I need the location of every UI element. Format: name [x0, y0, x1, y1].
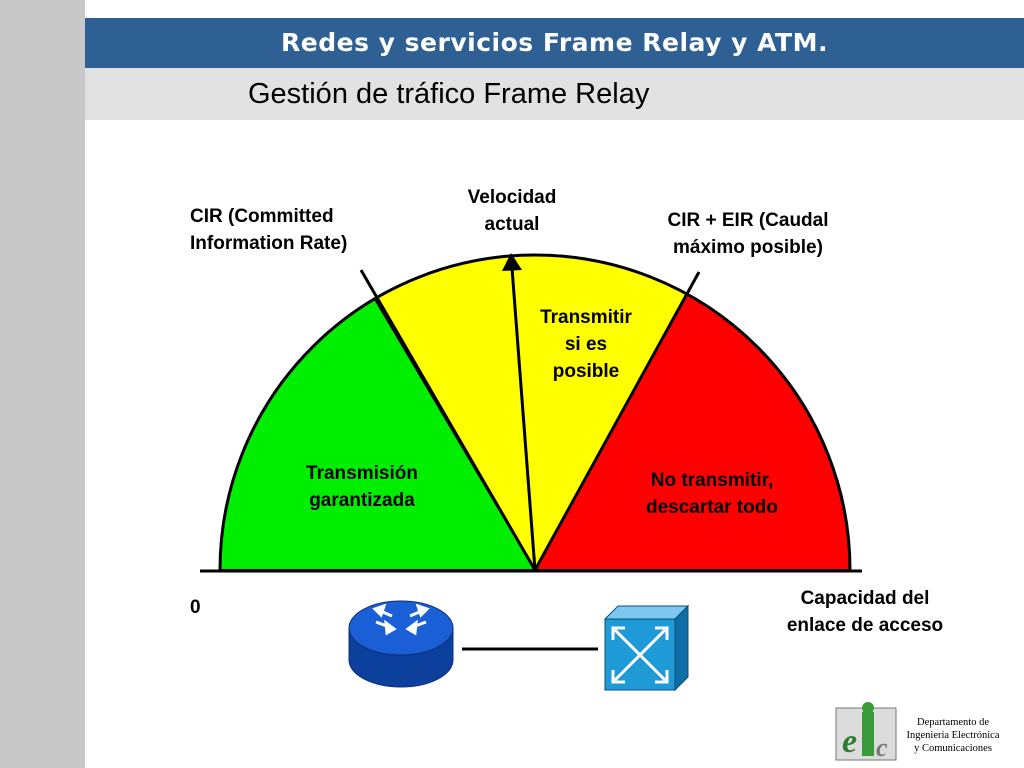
red-zone-label-line2: descartar todo [646, 497, 778, 518]
svg-text:c: c [876, 733, 888, 762]
velocidad-label: Velocidad actual [452, 184, 572, 238]
slide-subtitle: Gestión de tráfico Frame Relay [248, 78, 650, 110]
yellow-zone-label-line3: posible [552, 361, 620, 382]
yellow-zone-label-line2: si es [564, 334, 608, 355]
side-strip [0, 0, 85, 768]
eir-label: CIR + EIR (Caudal máximo posible) [640, 207, 856, 261]
velocity-arrow-head [502, 253, 522, 271]
subtitle-bar: Gestión de tráfico Frame Relay [85, 68, 1024, 120]
router-icon [348, 600, 454, 688]
footer-line2: Ingeniería Electrónica [906, 730, 1000, 741]
yellow-zone-label: Transmitir si es posible [520, 304, 652, 385]
green-zone-label: Transmisión garantizada [272, 460, 452, 514]
cir-label-line2: Information Rate) [190, 233, 348, 254]
capacidad-label-line2: enlace de acceso [786, 615, 944, 636]
zero-label: 0 [190, 597, 201, 618]
cir-label: CIR (Committed Information Rate) [190, 203, 347, 257]
cir-label-line1: CIR (Committed [190, 206, 334, 227]
velocity-arrow-line [510, 267, 537, 571]
red-zone-label: No transmitir, descartar todo [612, 467, 812, 521]
atm-switch-icon [603, 604, 690, 692]
red-zone-label-line1: No transmitir, [650, 470, 774, 491]
capacidad-label: Capacidad del enlace de acceso [760, 585, 970, 639]
footer-line3: y Comunicaciones [914, 743, 992, 754]
green-zone-label-line2: garantizada [309, 490, 415, 511]
velocidad-label-line1: Velocidad [467, 187, 557, 208]
svg-text:e: e [842, 723, 857, 760]
green-zone-label-line1: Transmisión [306, 463, 418, 484]
capacidad-label-line1: Capacidad del [800, 588, 930, 609]
eir-label-line2: máximo posible) [673, 237, 823, 258]
velocidad-label-line2: actual [484, 214, 540, 235]
department-logo-icon: e c [835, 702, 897, 762]
title-bar: Redes y servicios Frame Relay y ATM. [85, 18, 1024, 68]
slide-title: Redes y servicios Frame Relay y ATM. [281, 28, 828, 57]
department-footer: Departamento de Ingeniería Electrónica y… [898, 716, 1008, 755]
cir-boundary-line [359, 269, 537, 571]
footer-line1: Departamento de [916, 717, 989, 728]
eir-boundary-line [533, 271, 701, 571]
eir-label-line1: CIR + EIR (Caudal [667, 210, 829, 231]
gauge-outline [218, 253, 852, 571]
yellow-zone-label-line1: Transmitir [540, 307, 632, 328]
